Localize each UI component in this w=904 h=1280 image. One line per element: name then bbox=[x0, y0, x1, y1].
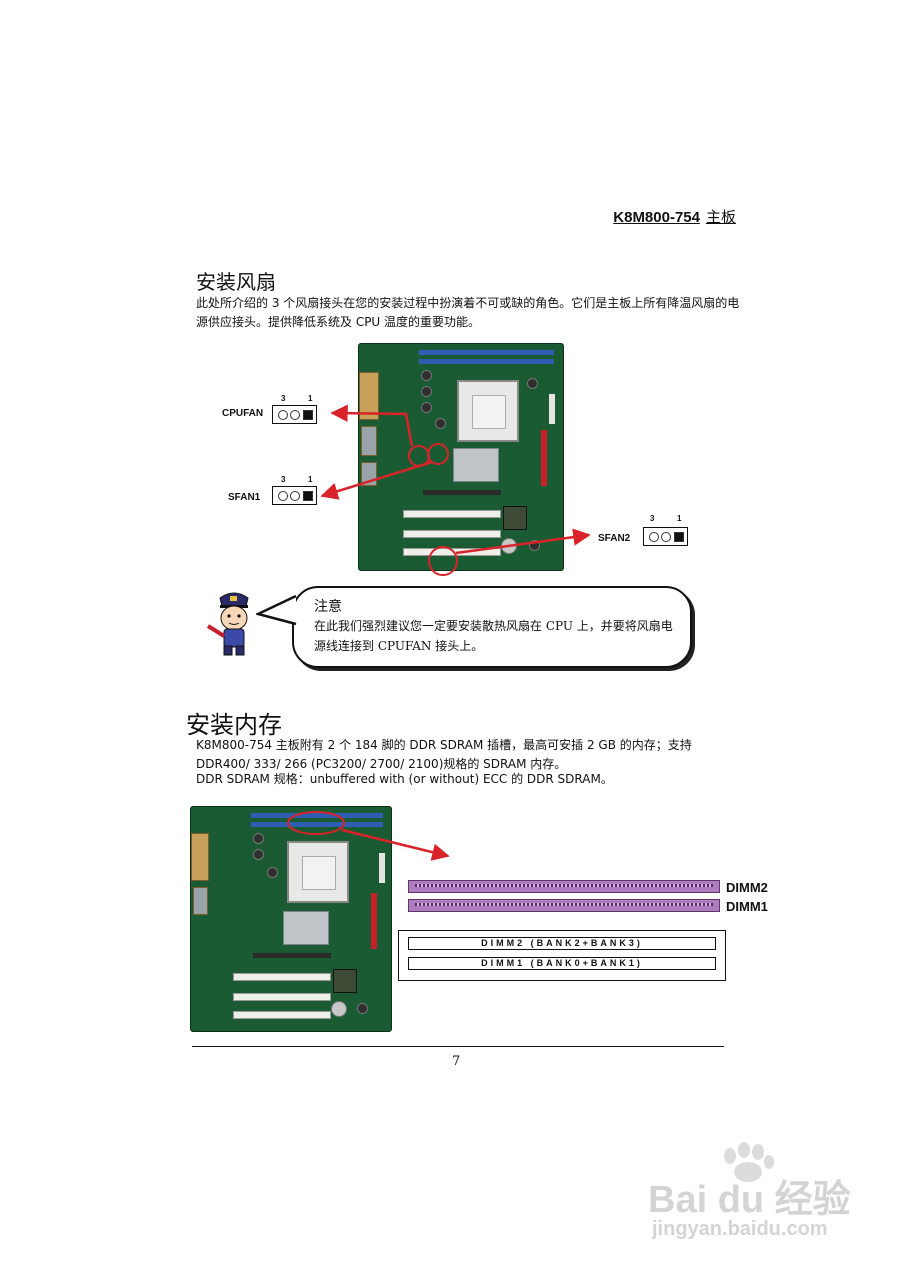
sfan2-header bbox=[643, 527, 688, 546]
cmos-battery bbox=[331, 1001, 347, 1017]
dimm-slot bbox=[419, 350, 554, 355]
pin-icon bbox=[649, 532, 659, 542]
motherboard-image bbox=[358, 343, 564, 571]
dimm-arrow bbox=[341, 828, 450, 861]
sfan1-header bbox=[272, 486, 317, 505]
dimm-slot bbox=[251, 822, 383, 827]
pci-slot bbox=[403, 510, 501, 518]
fan-section-body: 此处所介绍的 3 个风扇接头在您的安装过程中扮演着不可或缺的角色。它们是主板上所… bbox=[196, 296, 740, 329]
pin-icon bbox=[278, 410, 288, 420]
sfan1-pin-1-label: 1 bbox=[308, 475, 313, 484]
sfan2-pin-3-label: 3 bbox=[650, 514, 655, 523]
sfan1-label: SFAN1 bbox=[228, 492, 261, 503]
pci-slot bbox=[233, 973, 331, 981]
io-usb-port bbox=[361, 426, 377, 456]
southbridge-chip bbox=[503, 506, 527, 530]
sfan2-highlight-circle bbox=[428, 546, 458, 576]
pci-slot bbox=[403, 548, 501, 556]
pci-slot bbox=[403, 530, 501, 538]
cpufan-header bbox=[272, 405, 317, 424]
dimm-slot bbox=[251, 813, 383, 818]
page-header: K8M800-754 主板 bbox=[613, 206, 736, 227]
note-title: 注意 bbox=[314, 599, 342, 615]
dimm-highlight-ellipse bbox=[287, 811, 345, 835]
memory-section-title: 安装内存 bbox=[186, 711, 282, 739]
io-usb-port bbox=[193, 887, 208, 915]
header-model: K8M800-754 bbox=[613, 209, 700, 226]
sfan1-pin-3-label: 3 bbox=[281, 475, 286, 484]
capacitor bbox=[421, 386, 432, 397]
header-suffix: 主板 bbox=[705, 209, 736, 226]
cpufan-pin-1-label: 1 bbox=[308, 394, 313, 403]
pin-icon bbox=[278, 491, 288, 501]
capacitor bbox=[529, 540, 540, 551]
cpu-socket bbox=[287, 841, 349, 903]
ide-connector bbox=[371, 893, 377, 949]
atx-power-connector bbox=[379, 853, 385, 883]
bank-table: DIMM2 (BANK2+BANK3) DIMM1 (BANK0+BANK1) bbox=[398, 930, 726, 981]
atx-power-connector bbox=[549, 394, 555, 424]
pin-icon bbox=[661, 532, 671, 542]
pin-icon bbox=[290, 410, 300, 420]
dimm2-slot bbox=[408, 880, 720, 893]
dimm-callout-arrow bbox=[287, 811, 450, 861]
dimm-slot bbox=[419, 359, 554, 364]
fan-section-title: 安装风扇 bbox=[196, 270, 276, 294]
bank-row-dimm2: DIMM2 (BANK2+BANK3) bbox=[408, 937, 716, 950]
pin-1-icon bbox=[674, 532, 684, 542]
pin-1-icon bbox=[303, 491, 313, 501]
page-number: 7 bbox=[452, 1054, 461, 1069]
bubble-tail bbox=[256, 594, 297, 626]
cpu-socket bbox=[457, 380, 519, 442]
northbridge-heatsink bbox=[453, 448, 499, 482]
police-mascot-icon bbox=[206, 592, 249, 656]
capacitor bbox=[253, 833, 264, 844]
northbridge-heatsink bbox=[283, 911, 329, 945]
watermark-url: jingyan.baidu.com bbox=[652, 1218, 828, 1240]
dimm1-slot bbox=[408, 899, 720, 912]
bank-row-dimm1: DIMM1 (BANK0+BANK1) bbox=[408, 957, 716, 970]
pin-icon bbox=[290, 491, 300, 501]
note-body: 在此我们强烈建议您一定要安装散热风扇在 CPU 上，并要将风扇电源线连接到 CP… bbox=[314, 619, 673, 653]
sfan1-highlight-circle bbox=[427, 443, 449, 465]
cpufan-pin-3-label: 3 bbox=[281, 394, 286, 403]
capacitor bbox=[421, 370, 432, 381]
agp-slot bbox=[423, 490, 501, 495]
watermark-brand: Bai du 经验 bbox=[648, 1179, 851, 1221]
dimm1-label: DIMM1 bbox=[726, 899, 768, 914]
capacitor bbox=[527, 378, 538, 389]
pci-slot bbox=[233, 993, 331, 1001]
capacitor bbox=[267, 867, 278, 878]
cpufan-label: CPUFAN bbox=[222, 408, 264, 419]
capacitor bbox=[357, 1003, 368, 1014]
southbridge-chip bbox=[333, 969, 357, 993]
capacitor bbox=[253, 849, 264, 860]
pin-1-icon bbox=[303, 410, 313, 420]
io-parallel-port bbox=[191, 833, 209, 881]
footer-rule bbox=[192, 1046, 724, 1047]
sfan2-arrow bbox=[455, 528, 591, 555]
note-callout: 注意 在此我们强烈建议您一定要安装散热风扇在 CPU 上，并要将风扇电源线连接到… bbox=[292, 586, 692, 668]
sfan1-arrow bbox=[320, 460, 433, 500]
capacitor bbox=[421, 402, 432, 413]
dimm2-label: DIMM2 bbox=[726, 880, 768, 895]
agp-slot bbox=[253, 953, 331, 958]
io-parallel-port bbox=[359, 372, 379, 420]
cpufan-arrow bbox=[330, 404, 414, 447]
sfan2-label: SFAN2 bbox=[598, 533, 631, 544]
sfan2-pin-1-label: 1 bbox=[677, 514, 682, 523]
pci-slot bbox=[233, 1011, 331, 1019]
memory-section-para2: DDR SDRAM 规格：unbuffered with (or without… bbox=[196, 772, 613, 786]
motherboard-image-2 bbox=[190, 806, 392, 1032]
fan-callout-arrows bbox=[320, 404, 591, 576]
paw-logo-icon bbox=[724, 1142, 774, 1182]
memory-section-para1: K8M800-754 主板附有 2 个 184 脚的 DDR SDRAM 插槽，… bbox=[196, 738, 692, 771]
capacitor bbox=[435, 418, 446, 429]
ide-connector bbox=[541, 430, 547, 486]
